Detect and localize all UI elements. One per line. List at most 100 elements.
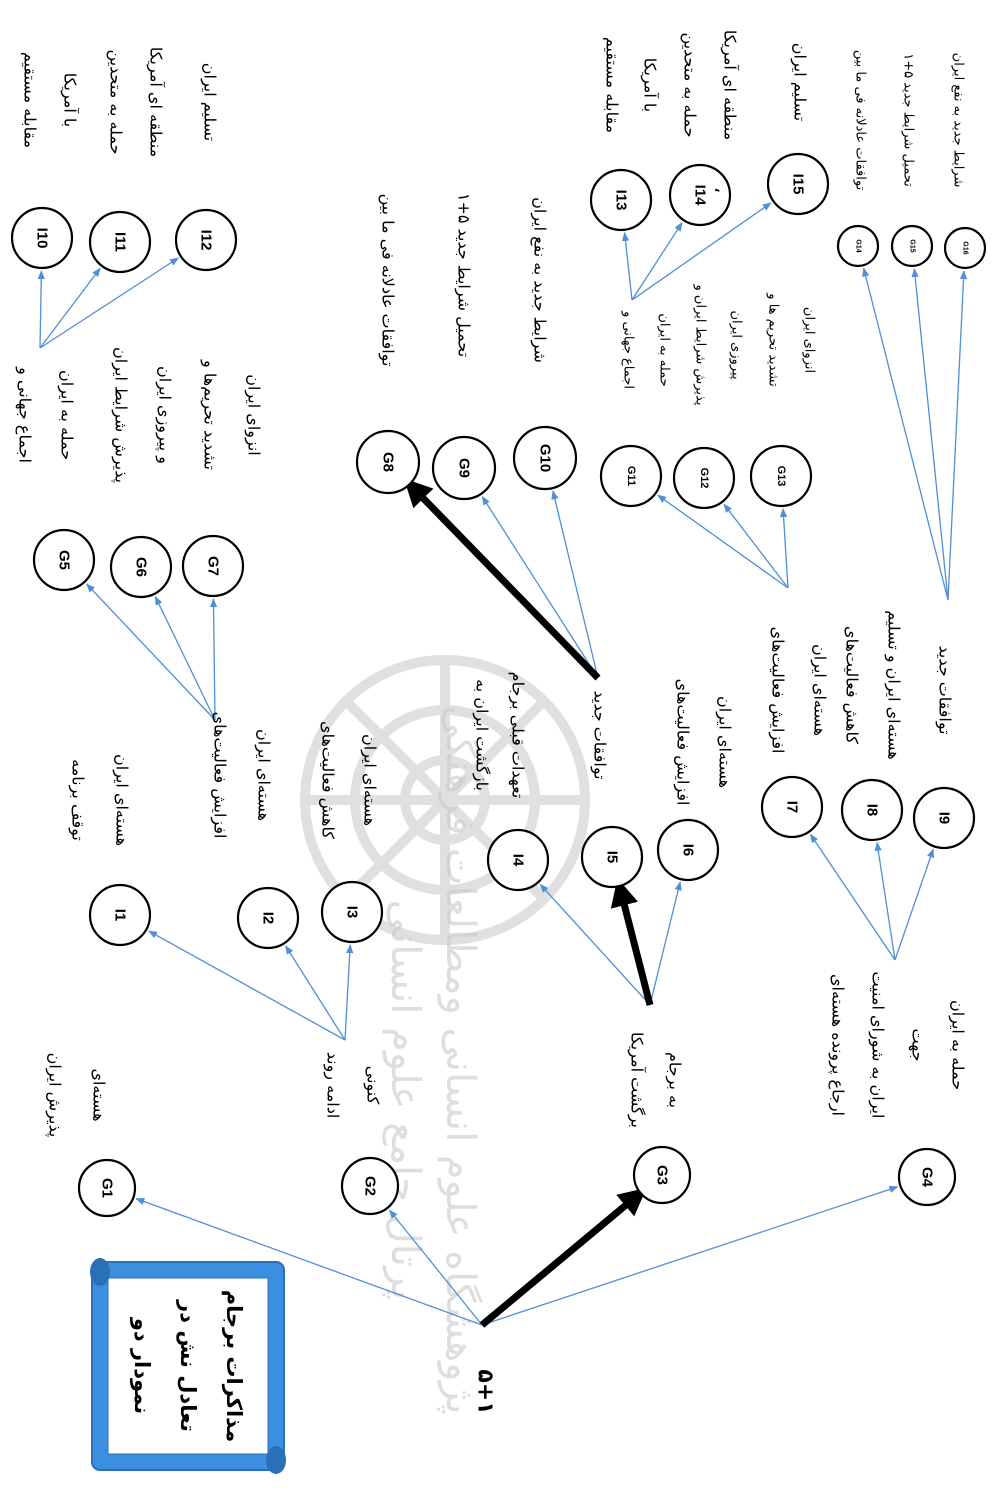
edge-to-g4: [481, 1185, 899, 1326]
move-label-i7-line-2: هسته‌ای ایران: [810, 644, 830, 736]
node-label-i2: I2: [260, 912, 277, 925]
move-label-i10-line-1: مقابله مستقیم: [21, 52, 40, 148]
equilibrium-path: [403, 478, 654, 1328]
edge-to-g11: [657, 494, 789, 589]
node-g9: G9: [431, 435, 497, 501]
node-circle-g4: [897, 1147, 957, 1207]
edge-to-i11: [39, 267, 101, 349]
move-label-g9-line-1: تحمیل شرایط جدید ۵+۱: [454, 193, 474, 357]
node-circle-i6: [656, 818, 720, 882]
node-circle-g8: [355, 429, 421, 495]
node-label-g13: G13: [775, 466, 787, 487]
node-label-g1: G1: [99, 1178, 116, 1198]
move-label-i4-line-1: بازگشت ایران به: [472, 679, 492, 791]
node-i5: I5: [580, 825, 644, 889]
node-label-g4: G4: [919, 1167, 936, 1188]
node-g2: G2: [340, 1156, 400, 1216]
move-label-i12-line-1: تسلیم ایران: [200, 63, 220, 142]
node-circle-g1: [77, 1158, 137, 1218]
edge-to-i4: [539, 883, 651, 1006]
node-label-i6: I6: [680, 844, 697, 857]
node-i8: I8: [840, 778, 904, 842]
node-g7: G7: [181, 534, 245, 598]
node-g6: G6: [109, 535, 173, 599]
move-label-g5-line-2: حمله به ایران: [57, 370, 77, 460]
title-line-2: تعادل نش در: [176, 1299, 200, 1432]
move-label-g14-line-1: توافقات عادلانه فی ما بین: [853, 50, 868, 191]
node-circle-g7: [181, 534, 245, 598]
move-label-g13-line-1: تشدید تحریم ها و: [766, 292, 781, 387]
edge-to-i13: [621, 231, 633, 301]
node-label-g12: G12: [698, 468, 710, 489]
move-label-g2-line-1: ادامه روند: [323, 1052, 343, 1119]
move-label-g3-line-1: برگشت آمریکا: [627, 1032, 647, 1128]
node-g15: G15: [890, 224, 934, 268]
move-label-g6-line-1: پذیرش شرایط ایران: [111, 347, 131, 483]
equilibrium-edge-to-i5: [610, 878, 654, 1006]
move-label-g6-line-2: و پیروزی ایران: [155, 366, 175, 464]
node-label-i3: I3: [344, 906, 361, 919]
watermark-line-2: پرتال جامع علوم انسانی: [382, 900, 428, 1301]
edge-to-g14: [862, 267, 949, 601]
node-i10: I10: [10, 206, 74, 270]
node-i13: I13: [589, 168, 653, 232]
node-g10: G10: [512, 425, 578, 491]
edge-to-g7: [209, 598, 218, 721]
move-label-i3-line-1: کاهش فعالیت‌های: [318, 721, 338, 839]
node-circle-g10: [512, 425, 578, 491]
move-label-i14-line-2: منطقه ای آمریکا: [720, 30, 740, 140]
node-label-i10: I10: [34, 228, 51, 249]
edge-to-i10: [37, 270, 45, 349]
edge-to-i12: [39, 257, 180, 349]
node-i9: I9: [912, 786, 976, 850]
move-label-g15-line-1: تحمیل شرایط جدید ۵+۱: [901, 53, 916, 187]
node-circle-i13: [589, 168, 653, 232]
edge-to-i1: [148, 930, 346, 1041]
move-label-g3-line-2: به برجام: [665, 1052, 685, 1108]
edge-to-i7: [809, 833, 896, 961]
move-label-i6-line-2: هسته‌ای ایران: [715, 696, 735, 788]
edge-to-g12: [723, 503, 789, 589]
node-label-g11: G11: [625, 466, 637, 486]
move-label-i5-line-1: توافقات جدید: [590, 690, 610, 779]
node-g5: G5: [32, 528, 96, 592]
node-g13: G13: [749, 444, 813, 508]
edge-to-i8: [874, 841, 896, 961]
node-circle-i11: [88, 210, 152, 274]
node-circle-i4: [486, 828, 550, 892]
node-circle-i14: [668, 163, 732, 227]
node-i2: I2: [236, 886, 300, 950]
node-circle-g2: [340, 1156, 400, 1216]
node-label-g2: G2: [362, 1176, 379, 1196]
move-label-i13-line-2: با آمریکا: [640, 58, 660, 112]
move-label-g12-line-1: پذیرش شرایط ایران و: [693, 284, 708, 406]
edge-to-g6: [154, 595, 216, 721]
node-circle-i2: [236, 886, 300, 950]
node-label-g7: G7: [205, 556, 222, 576]
node-label-i1: I1: [112, 909, 129, 922]
equilibrium-edge-to-g3: [479, 1187, 647, 1328]
move-label-i9-line-1: توافقات جدید: [935, 645, 955, 734]
move-label-g13-line-2: انزوای ایران: [802, 307, 817, 373]
node-circle-g16: [943, 226, 987, 270]
move-label-i14-line-1: حمله به متحدین: [680, 33, 700, 138]
node-label-g15: G15: [909, 239, 916, 252]
edge-to-i6: [649, 881, 682, 1006]
move-label-i7-line-1: افزایش فعالیت‌های: [768, 627, 788, 754]
move-label-g7-line-1: تشدید تحریم‌ها و: [200, 359, 220, 470]
node-circle-g5: [32, 528, 96, 592]
move-label-i2-line-1: افزایش فعالیت‌های: [210, 712, 230, 839]
edge-to-i3: [344, 944, 354, 1041]
move-label-g5-line-1: اجماع جهانی و: [15, 366, 35, 463]
node-g16: G16: [943, 226, 987, 270]
node-i7: I7: [760, 775, 824, 839]
node-circle-i7: [760, 775, 824, 839]
node-label-g6: G6: [133, 557, 150, 577]
node-label-i15: I15: [790, 174, 807, 195]
move-label-i6-line-1: افزایش فعالیت‌های: [673, 679, 693, 806]
watermark: پژوهشگاه علوم انسانی ومطالعات فرهنگی پرت…: [300, 655, 590, 1415]
move-label-g8-line-1: توافقات عادلانه فی ما بین: [378, 194, 398, 367]
node-circle-g14: [836, 224, 880, 268]
move-label-i13-line-1: مقابله مستقیم: [603, 37, 622, 133]
